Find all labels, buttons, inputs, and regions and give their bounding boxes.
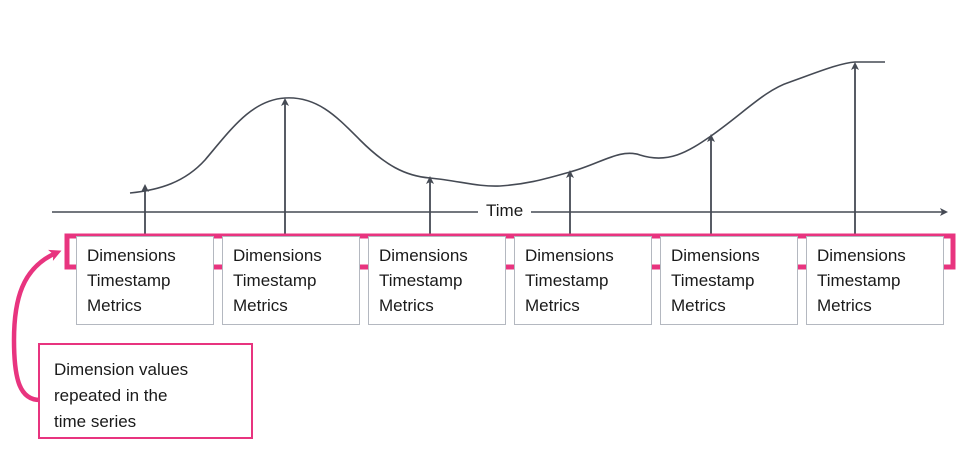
series-box-1[interactable]: Dimensions Timestamp Metrics bbox=[76, 236, 214, 325]
series-box-2[interactable]: Dimensions Timestamp Metrics bbox=[222, 236, 360, 325]
callout-line-2: repeated in the bbox=[54, 386, 168, 405]
series-box-6[interactable]: Dimensions Timestamp Metrics bbox=[806, 236, 944, 325]
callout-annotation: Dimension values repeated in the time se… bbox=[40, 345, 251, 437]
box-4-dimensions-label: Dimensions bbox=[525, 246, 614, 265]
callout-connector-arrow bbox=[11, 249, 62, 403]
callout-line-3: time series bbox=[54, 412, 137, 431]
series-box-4[interactable]: Dimensions Timestamp Metrics bbox=[514, 236, 652, 325]
box-4-timestamp-label: Timestamp bbox=[525, 271, 609, 290]
time-series-curve bbox=[129, 61, 885, 194]
box-1-dimensions-label: Dimensions bbox=[87, 246, 176, 265]
box-3-dimensions-label: Dimensions bbox=[379, 246, 468, 265]
series-box-3[interactable]: Dimensions Timestamp Metrics bbox=[368, 236, 506, 325]
time-axis-label: Time bbox=[478, 201, 532, 221]
box-1-metrics-label: Metrics bbox=[87, 296, 142, 315]
series-box-5[interactable]: Dimensions Timestamp Metrics bbox=[660, 236, 798, 325]
box-1-timestamp-label: Timestamp bbox=[87, 271, 171, 290]
box-6-metrics-label: Metrics bbox=[817, 296, 872, 315]
box-6-timestamp-label: Timestamp bbox=[817, 271, 901, 290]
box-2-metrics-label: Metrics bbox=[233, 296, 288, 315]
box-5-dimensions-label: Dimensions bbox=[671, 246, 760, 265]
box-5-timestamp-label: Timestamp bbox=[671, 271, 755, 290]
box-2-timestamp-label: Timestamp bbox=[233, 271, 317, 290]
box-5-metrics-label: Metrics bbox=[671, 296, 726, 315]
box-4-metrics-label: Metrics bbox=[525, 296, 580, 315]
box-6-dimensions-label: Dimensions bbox=[817, 246, 906, 265]
callout-line-1: Dimension values bbox=[54, 360, 189, 379]
box-2-dimensions-label: Dimensions bbox=[233, 246, 322, 265]
dimensions-highlight-rect bbox=[64, 233, 956, 270]
box-3-metrics-label: Metrics bbox=[379, 296, 434, 315]
box-3-timestamp-label: Timestamp bbox=[379, 271, 463, 290]
